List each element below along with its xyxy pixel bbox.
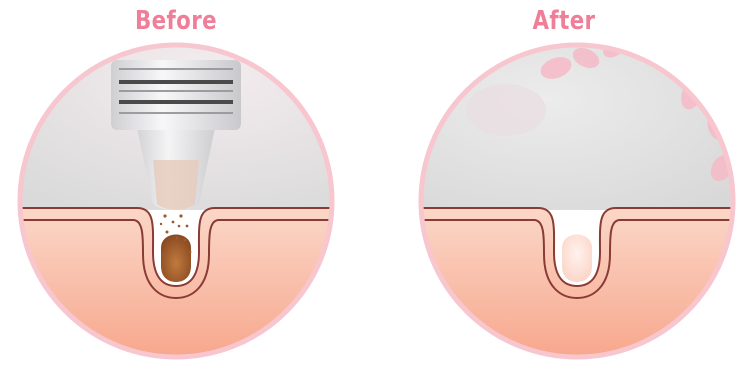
- before-illustration: [15, 40, 337, 362]
- pore-debris: [161, 235, 191, 283]
- clean-pore: [562, 235, 592, 283]
- after-label: After: [482, 6, 646, 36]
- before-label: Before: [94, 6, 258, 36]
- after-illustration: [416, 40, 738, 362]
